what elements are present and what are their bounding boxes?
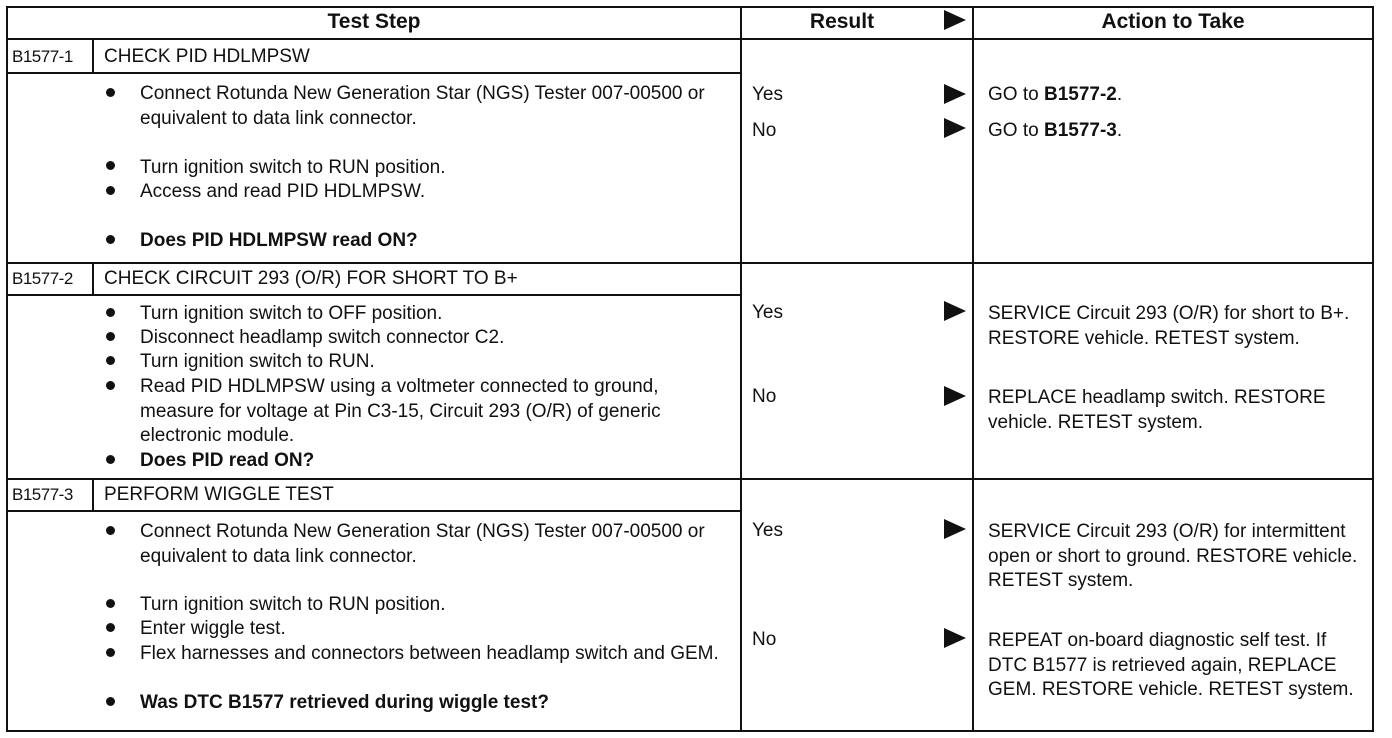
- bullet-icon: [106, 186, 115, 195]
- bullet-text: Turn ignition switch to RUN.: [140, 351, 375, 372]
- header-rule: [6, 38, 1374, 40]
- bullet-icon: [106, 235, 115, 244]
- row-divider-2: [6, 478, 1374, 480]
- bullet-text: Flex harnesses and connectors between he…: [140, 643, 719, 664]
- bullet-icon: [106, 455, 115, 464]
- divider-action: [972, 6, 974, 732]
- action-text: GO to B1577-3.: [988, 120, 1123, 141]
- row-divider-1: [6, 262, 1374, 264]
- title-rule-1: [6, 72, 742, 74]
- bullet-icon: [106, 88, 115, 97]
- result-yes: Yes: [752, 520, 783, 541]
- step-title: CHECK CIRCUIT 293 (O/R) FOR SHORT TO B+: [104, 268, 518, 289]
- step-code: B1577-2: [12, 269, 73, 288]
- step-code: B1577-1: [12, 47, 73, 66]
- result-yes: Yes: [752, 302, 783, 323]
- arrow-icon: [944, 628, 966, 648]
- bullet-icon: [106, 161, 115, 170]
- bullet-icon: [106, 381, 115, 390]
- bullet-icon: [106, 332, 115, 341]
- divider-result: [740, 6, 742, 732]
- bullet-icon: [106, 648, 115, 657]
- arrow-icon: [944, 118, 966, 138]
- bullet-icon: [106, 623, 115, 632]
- border-left: [6, 6, 8, 732]
- border-top: [6, 6, 1374, 8]
- title-rule-3: [6, 510, 742, 512]
- bullet-text: Read PID HDLMPSW using a voltmeter conne…: [140, 376, 661, 446]
- step-question: Does PID read ON?: [140, 450, 315, 471]
- header-test-step: Test Step: [327, 10, 421, 33]
- bullet-text: Connect Rotunda New Generation Star (NGS…: [140, 521, 705, 567]
- action-text: SERVICE Circuit 293 (O/R) for short to B…: [988, 303, 1350, 349]
- action-text: REPEAT on-board diagnostic self test. If…: [988, 630, 1354, 700]
- bullet-icon: [106, 526, 115, 535]
- border-bottom: [6, 730, 1374, 732]
- action-text: GO to B1577-2.: [988, 84, 1123, 105]
- arrow-icon: [944, 84, 966, 104]
- border-right: [1372, 6, 1374, 732]
- code-divider-3: [92, 480, 94, 512]
- step-question: Does PID HDLMPSW read ON?: [140, 230, 418, 251]
- bullet-icon: [106, 599, 115, 608]
- bullet-text: Disconnect headlamp switch connector C2.: [140, 327, 505, 348]
- result-no: No: [752, 120, 777, 141]
- step-code: B1577-3: [12, 485, 73, 504]
- result-no: No: [752, 629, 777, 650]
- arrow-icon: [944, 519, 966, 539]
- result-yes: Yes: [752, 84, 783, 105]
- step-title: CHECK PID HDLMPSW: [104, 46, 310, 67]
- title-rule-2: [6, 294, 742, 296]
- bullet-text: Turn ignition switch to RUN position.: [140, 157, 446, 178]
- header-result: Result: [809, 10, 875, 33]
- arrow-icon: [944, 301, 966, 321]
- bullet-icon: [106, 308, 115, 317]
- arrow-icon: [944, 10, 966, 30]
- bullet-text: Access and read PID HDLMPSW.: [140, 181, 426, 202]
- bullet-text: Connect Rotunda New Generation Star (NGS…: [140, 83, 705, 129]
- arrow-icon: [944, 386, 966, 406]
- step-question: Was DTC B1577 retrieved during wiggle te…: [140, 692, 549, 713]
- bullet-text: Enter wiggle test.: [140, 618, 286, 639]
- bullet-icon: [106, 697, 115, 706]
- code-divider-1: [92, 40, 94, 74]
- header-action: Action to Take: [1101, 10, 1245, 33]
- action-text: SERVICE Circuit 293 (O/R) for intermitte…: [988, 521, 1358, 591]
- code-divider-2: [92, 264, 94, 296]
- bullet-text: Turn ignition switch to RUN position.: [140, 594, 446, 615]
- result-no: No: [752, 386, 777, 407]
- bullet-icon: [106, 356, 115, 365]
- diagnostic-table: Test Step Result Action to Take B1577-1 …: [6, 6, 1374, 732]
- step-title: PERFORM WIGGLE TEST: [104, 484, 334, 505]
- action-text: REPLACE headlamp switch. RESTORE vehicle…: [988, 387, 1326, 433]
- bullet-text: Turn ignition switch to OFF position.: [140, 303, 443, 324]
